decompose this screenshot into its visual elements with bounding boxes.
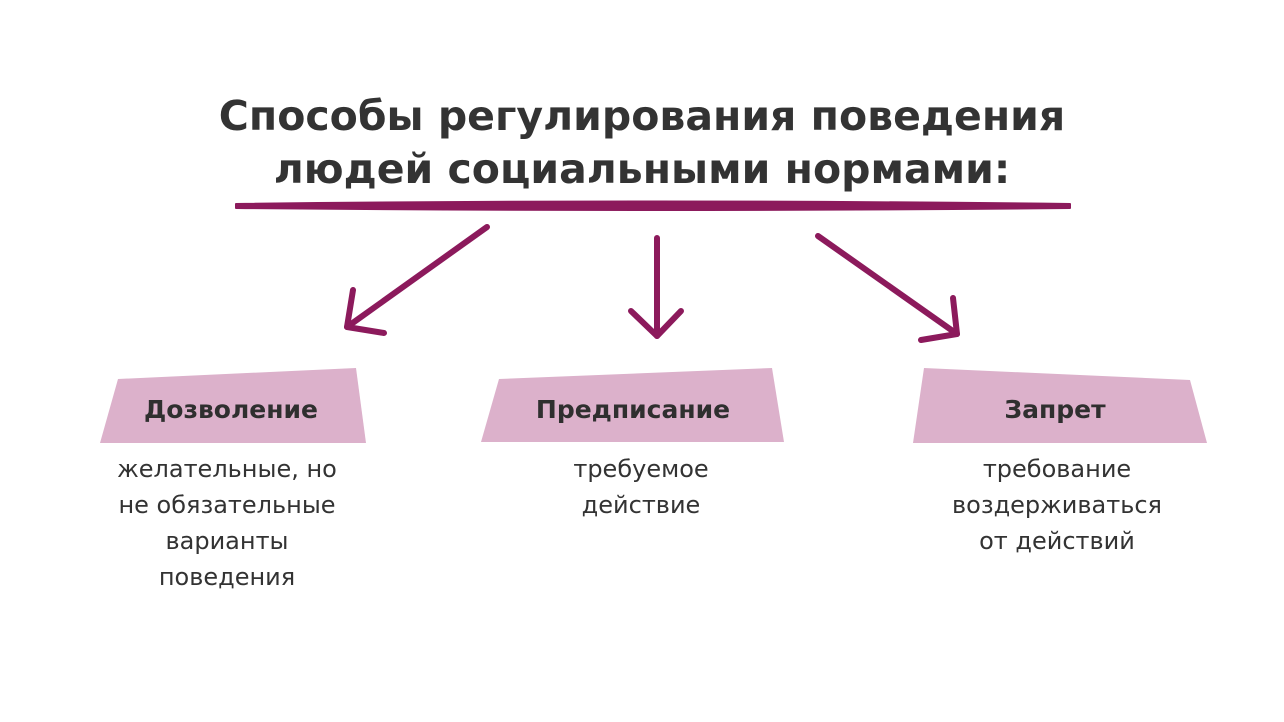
branch-description-prescription: требуемое действие <box>480 451 802 523</box>
label-box-prescription <box>481 368 784 442</box>
branch-description-prohibition: требование воздерживаться от действий <box>900 451 1214 559</box>
arrow-to-prescription <box>628 235 684 339</box>
description-line: поведения <box>158 563 296 591</box>
description-line: воздерживаться <box>951 491 1162 519</box>
title-line-2: людей социальными нормами: <box>273 145 1011 193</box>
branch-label-prescription: Предписание <box>535 395 731 424</box>
description-line: требуемое <box>573 455 709 483</box>
description-line: желательные, но <box>117 455 337 483</box>
description-line: варианты <box>165 527 289 555</box>
diagram-title: Способы регулирования поведения людей со… <box>0 90 1284 196</box>
title-line-1: Способы регулирования поведения <box>218 92 1066 140</box>
branch-label-prohibition: Запрет <box>1004 395 1106 424</box>
description-line: действие <box>581 491 701 519</box>
description-line: от действий <box>979 527 1135 555</box>
branch-description-permission: желательные, но не обязательные варианты… <box>60 451 394 595</box>
arrow-to-prohibition <box>815 233 960 343</box>
description-line: не обязательные <box>118 491 336 519</box>
label-box-prohibition <box>913 368 1207 443</box>
description-line: требование <box>982 455 1132 483</box>
branch-label-permission: Дозволение <box>144 395 318 424</box>
title-underline <box>235 200 1071 211</box>
label-box-permission <box>100 368 366 443</box>
arrow-to-permission <box>344 224 490 336</box>
